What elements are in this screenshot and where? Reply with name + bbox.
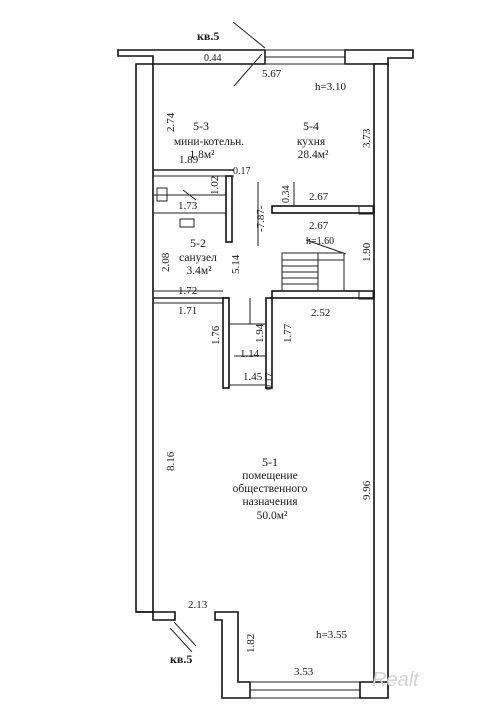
svg-text:1.72: 1.72 <box>178 285 197 297</box>
svg-text:1.90: 1.90 <box>361 242 373 262</box>
right-wall <box>373 63 389 689</box>
svg-text:5-1: 5-1 <box>262 455 278 469</box>
svg-text:1.76: 1.76 <box>210 325 222 345</box>
height-stair: h=1.60 <box>306 236 334 247</box>
svg-text:помещение: помещение <box>242 470 297 482</box>
apartment-labels: кв.5 кв.5 <box>170 29 219 666</box>
svg-text:2.67: 2.67 <box>309 220 329 232</box>
vent-box-2 <box>358 290 374 300</box>
svg-text:кухня: кухня <box>297 136 326 148</box>
top-wall-left <box>117 49 266 65</box>
apt-label-top: кв.5 <box>197 29 219 43</box>
left-wall <box>135 63 154 613</box>
svg-text:2.67: 2.67 <box>309 191 329 203</box>
svg-text:28.4м²: 28.4м² <box>298 149 329 161</box>
svg-text:1.73: 1.73 <box>178 200 198 212</box>
room-5-4: 5-4 кухня 28.4м² <box>297 119 329 161</box>
top-wall-right <box>344 49 414 65</box>
svg-text:5.67: 5.67 <box>262 68 282 80</box>
svg-text:8.16: 8.16 <box>165 451 177 471</box>
svg-text:0.17: 0.17 <box>264 373 275 391</box>
svg-text:санузел: санузел <box>179 252 217 264</box>
svg-text:2.08: 2.08 <box>160 252 172 272</box>
svg-text:мини-котельн.: мини-котельн. <box>174 136 244 148</box>
svg-text:0.34: 0.34 <box>281 186 292 204</box>
svg-text:9.96: 9.96 <box>361 480 373 500</box>
svg-text:1.8м²: 1.8м² <box>189 149 215 161</box>
bottom-left-notch <box>136 611 176 621</box>
staircase <box>281 239 347 292</box>
svg-text:1.89: 1.89 <box>179 154 199 166</box>
svg-text:1.02: 1.02 <box>209 176 221 195</box>
apt-label-bottom: кв.5 <box>170 652 192 666</box>
dimensions: 0.44 5.67 2.74 3.73 1.89 0.17 1.02 -7.87… <box>160 53 373 678</box>
room-5-3: 5-3 мини-котельн. 1.8м² <box>174 119 244 161</box>
entrance-marks <box>169 21 266 653</box>
boiler-wall <box>225 175 233 243</box>
svg-text:1.77: 1.77 <box>282 323 294 343</box>
svg-text:3.73: 3.73 <box>361 128 373 148</box>
svg-text:50.0м²: 50.0м² <box>257 510 288 522</box>
height-top: h=3.10 <box>315 81 346 93</box>
svg-text:1.82: 1.82 <box>245 634 257 653</box>
svg-text:1.45: 1.45 <box>243 371 263 383</box>
bottom-left-wall <box>214 611 251 699</box>
svg-text:0.17: 0.17 <box>233 166 251 177</box>
svg-text:2.13: 2.13 <box>188 599 208 611</box>
svg-text:5.14: 5.14 <box>230 254 242 274</box>
kitchen-partition <box>271 205 375 214</box>
bottom-right-wall <box>359 681 389 699</box>
svg-text:1.14: 1.14 <box>240 348 260 360</box>
svg-text:3.53: 3.53 <box>294 666 314 678</box>
svg-text:0.44: 0.44 <box>204 53 222 64</box>
corridor-wall-left <box>222 297 230 389</box>
svg-text:2.52: 2.52 <box>311 307 330 319</box>
svg-text:общественного: общественного <box>233 483 308 495</box>
vent-box-1 <box>358 205 374 215</box>
svg-text:назначения: назначения <box>242 496 298 508</box>
watermark: Realt <box>372 669 420 691</box>
corridor-wall-right <box>265 297 273 389</box>
vent-box-3 <box>179 218 195 228</box>
svg-text:5-4: 5-4 <box>303 119 319 133</box>
svg-text:1.71: 1.71 <box>178 305 197 317</box>
svg-text:3.4м²: 3.4м² <box>186 265 212 277</box>
svg-text:2.74: 2.74 <box>165 112 177 132</box>
svg-text:5-3: 5-3 <box>193 119 209 133</box>
interior-walls <box>153 169 375 389</box>
outer-walls <box>117 49 414 699</box>
svg-text:-7.87-: -7.87- <box>255 205 267 232</box>
room-5-1: 5-1 помещение общественного назначения 5… <box>233 455 308 522</box>
room-5-2: 5-2 санузел 3.4м² <box>179 236 217 277</box>
height-bottom: h=3.55 <box>316 629 347 641</box>
svg-text:1.94: 1.94 <box>254 323 266 343</box>
svg-text:5-2: 5-2 <box>190 236 206 250</box>
height-labels: h=3.10 h=3.55 h=1.60 <box>306 81 347 641</box>
